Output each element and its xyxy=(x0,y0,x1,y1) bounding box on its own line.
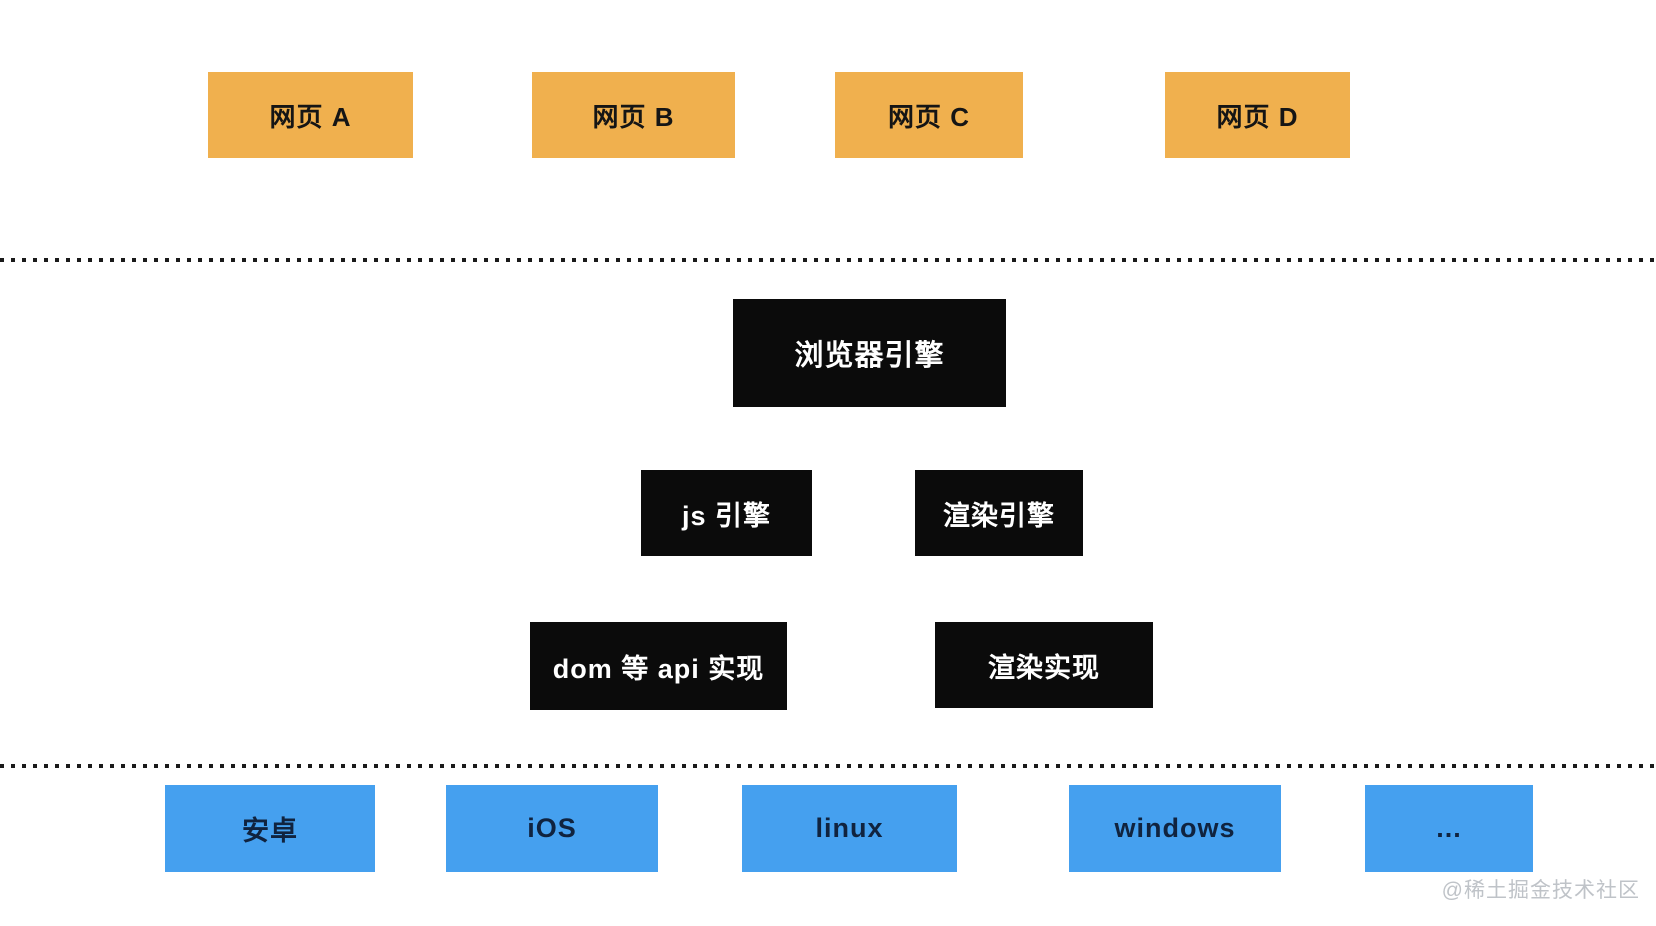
platform-android-label: 安卓 xyxy=(242,816,298,846)
platform-android-box: 安卓 xyxy=(165,785,375,872)
platform-windows-label: windows xyxy=(1114,813,1236,843)
top-dotted-divider xyxy=(0,258,1656,262)
js-engine-box: js 引擎 xyxy=(641,470,812,556)
webpage-a-box: 网页 A xyxy=(208,72,413,158)
webpage-b-box: 网页 B xyxy=(532,72,735,158)
render-impl-label: 渲染实现 xyxy=(988,652,1100,683)
dom-api-impl-label: dom 等 api 实现 xyxy=(552,653,765,684)
browser-engine-label: 浏览器引擎 xyxy=(794,340,945,372)
platform-windows-box: windows xyxy=(1069,785,1281,872)
webpage-d-label: 网页 D xyxy=(1216,101,1299,132)
browser-engine-box: 浏览器引擎 xyxy=(733,299,1006,407)
render-impl-box: 渲染实现 xyxy=(935,622,1153,708)
webpage-c-label: 网页 C xyxy=(887,101,970,132)
webpage-d-box: 网页 D xyxy=(1165,72,1350,158)
render-engine-label: 渲染引擎 xyxy=(943,500,1055,531)
platform-linux-label: linux xyxy=(815,813,884,843)
platform-ios-label: iOS xyxy=(527,813,577,843)
platform-more-label: ... xyxy=(1436,813,1462,843)
js-engine-label: js 引擎 xyxy=(681,500,772,531)
platform-more-box: ... xyxy=(1365,785,1533,872)
webpage-a-label: 网页 A xyxy=(269,101,352,132)
webpage-c-box: 网页 C xyxy=(835,72,1023,158)
dom-api-impl-box: dom 等 api 实现 xyxy=(530,622,787,710)
platform-linux-box: linux xyxy=(742,785,957,872)
platform-ios-box: iOS xyxy=(446,785,658,872)
watermark-text: @稀土掘金技术社区 xyxy=(1441,879,1640,902)
bottom-dotted-divider xyxy=(0,764,1656,768)
render-engine-box: 渲染引擎 xyxy=(915,470,1083,556)
webpage-b-label: 网页 B xyxy=(592,101,675,132)
